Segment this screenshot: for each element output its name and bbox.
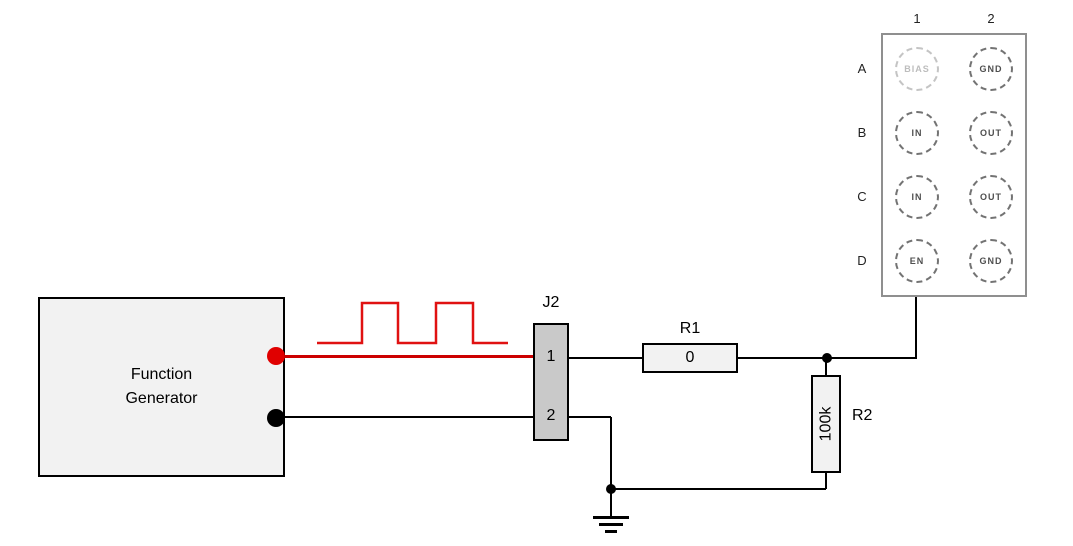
pin-grid-column-header-1: 1 xyxy=(913,11,921,26)
pin-d2-gnd: GND xyxy=(969,239,1013,283)
pin-b2-out: OUT xyxy=(969,111,1013,155)
pin-grid-row-label-d: D xyxy=(857,253,867,268)
ground-symbol-bar-2 xyxy=(599,523,623,526)
ground-symbol-bar-3 xyxy=(605,530,617,533)
function-generator-box: Function Generator xyxy=(38,297,285,477)
pin-grid-row-label-a: A xyxy=(857,61,867,76)
resistor-r1-label: R1 xyxy=(679,320,701,337)
resistor-r1-box: 0 xyxy=(642,343,738,373)
resistor-r2-value: 100k xyxy=(817,406,835,442)
wire-to-en-pin xyxy=(915,283,917,359)
wire-j2-pin2-right xyxy=(569,416,611,418)
ground-terminal-black xyxy=(267,409,285,427)
resistor-r2-box: 100k xyxy=(811,375,841,473)
wire-signal-red xyxy=(284,355,533,358)
pin-grid-row-label-b: B xyxy=(857,125,867,140)
pin-grid-row-label-c: C xyxy=(857,189,867,204)
resistor-r2-label: R2 xyxy=(852,407,873,424)
pin-a1-bias: BIAS xyxy=(895,47,939,91)
function-generator-label-line1: Function xyxy=(130,366,193,383)
pin-c2-out: OUT xyxy=(969,175,1013,219)
pin-c1-in: IN xyxy=(895,175,939,219)
signal-terminal-red xyxy=(267,347,285,365)
connector-j2-box xyxy=(533,323,569,441)
junction-dot-signal xyxy=(822,353,832,363)
connector-j2-label: J2 xyxy=(542,294,560,311)
pin-b1-in: IN xyxy=(895,111,939,155)
wire-ground-horizontal xyxy=(610,488,826,490)
wire-j2-pin2-down xyxy=(610,417,612,489)
square-wave-icon xyxy=(317,301,508,345)
connector-j2-pin-1: 1 xyxy=(546,348,556,365)
pin-a2-gnd: GND xyxy=(969,47,1013,91)
connector-j2-pin-2: 2 xyxy=(546,407,556,424)
wire-r2-top xyxy=(825,358,827,375)
wire-r2-bottom xyxy=(825,473,827,489)
resistor-r1-value: 0 xyxy=(685,349,695,366)
pin-grid-column-header-2: 2 xyxy=(987,11,995,26)
ground-stem xyxy=(610,489,612,517)
pin-d1-en: EN xyxy=(895,239,939,283)
wire-signal-main xyxy=(569,357,917,359)
ground-symbol-bar-1 xyxy=(593,516,629,519)
function-generator-label-line2: Generator xyxy=(125,390,198,407)
wire-generator-ground xyxy=(284,416,533,418)
